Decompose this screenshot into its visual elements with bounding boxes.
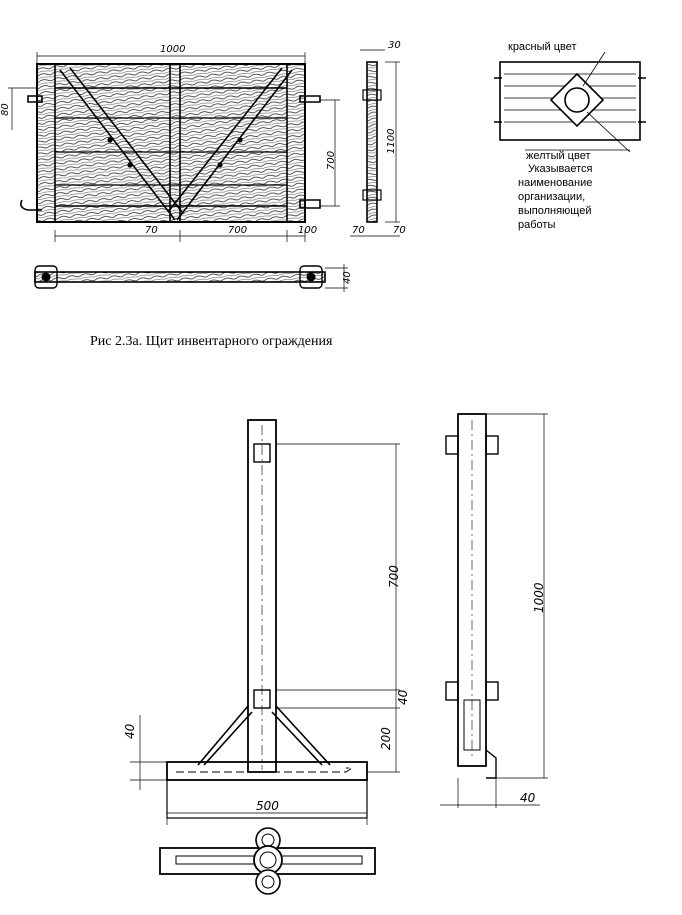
post-front-view (130, 419, 400, 825)
post-plan-view (159, 827, 376, 895)
dim-post-upper: 700 (387, 565, 401, 588)
dim-post-gap: 40 (396, 689, 410, 705)
post-side-view (440, 413, 548, 808)
legend-note-line-4: выполняющей (518, 205, 591, 217)
legend-note-line-5: работы (518, 219, 555, 231)
dim-side-top: 30 (388, 40, 401, 51)
dim-height-inner: 700 (326, 151, 337, 170)
dim-side-bottom-b: 70 (393, 225, 406, 236)
dim-left-offset: 80 (0, 103, 11, 116)
legend-note-line-3: организации, (518, 191, 585, 203)
legend-yellow-color: желтый цвет (526, 150, 591, 162)
dim-side-total: 1000 (532, 582, 546, 613)
dim-side-bottom-a: 70 (352, 225, 365, 236)
dim-bottom-right: 100 (298, 225, 317, 236)
dim-bottom-left: 70 (145, 225, 158, 236)
dim-side-bottom: 40 (520, 791, 536, 805)
figure-caption: Рис 2.3а. Щит инвентарного ограждения (90, 334, 333, 349)
dim-base-width: 500 (256, 799, 279, 813)
sign-legend-drawing (494, 51, 646, 153)
shield-side-view (350, 49, 400, 237)
dim-width-total: 1000 (160, 44, 185, 55)
legend-note-line-1: Указывается (528, 163, 592, 175)
shield-plan-view (34, 264, 348, 292)
shield-front-view (20, 63, 321, 223)
dim-base-offset: 40 (123, 723, 137, 739)
dim-bottom-mid: 700 (228, 225, 247, 236)
legend-note-line-2: наименование (518, 177, 592, 189)
shield-dimension-lines (8, 52, 340, 242)
dim-post-lower: 200 (379, 727, 393, 750)
dim-height-total: 1100 (386, 129, 397, 154)
dim-plan-thickness: 40 (342, 271, 353, 284)
legend-red-color: красный цвет (508, 41, 577, 53)
